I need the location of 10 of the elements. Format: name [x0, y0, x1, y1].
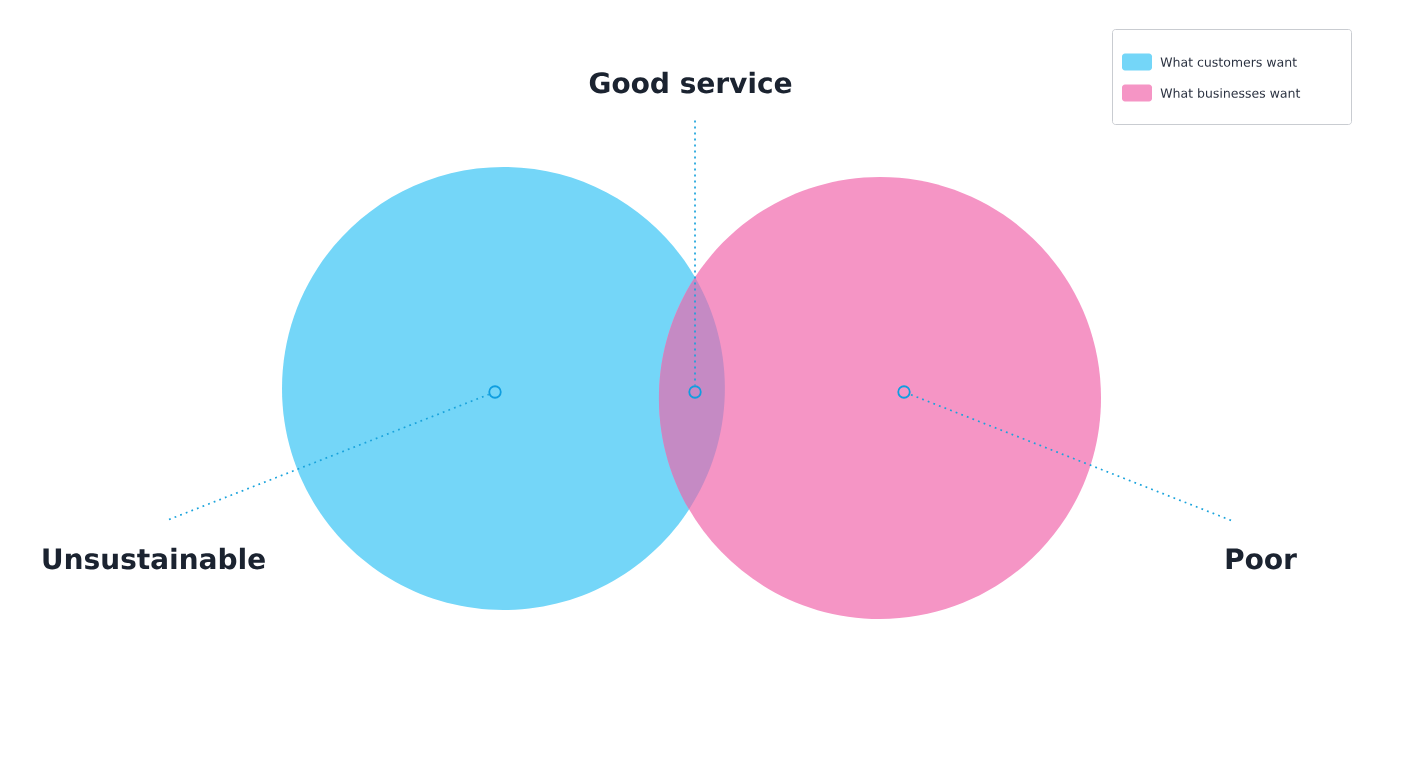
center-marker	[488, 385, 502, 399]
region-label: Good service	[589, 71, 792, 94]
leader-line	[909, 393, 1232, 522]
leader-line	[168, 393, 490, 521]
center-marker	[688, 385, 702, 399]
region-label: Poor	[1226, 548, 1297, 570]
center-marker	[897, 385, 911, 399]
region-label: Unsustainable	[43, 547, 265, 570]
legend-label: What businesses want	[1160, 88, 1301, 98]
legend-label: What customers want	[1160, 57, 1297, 67]
